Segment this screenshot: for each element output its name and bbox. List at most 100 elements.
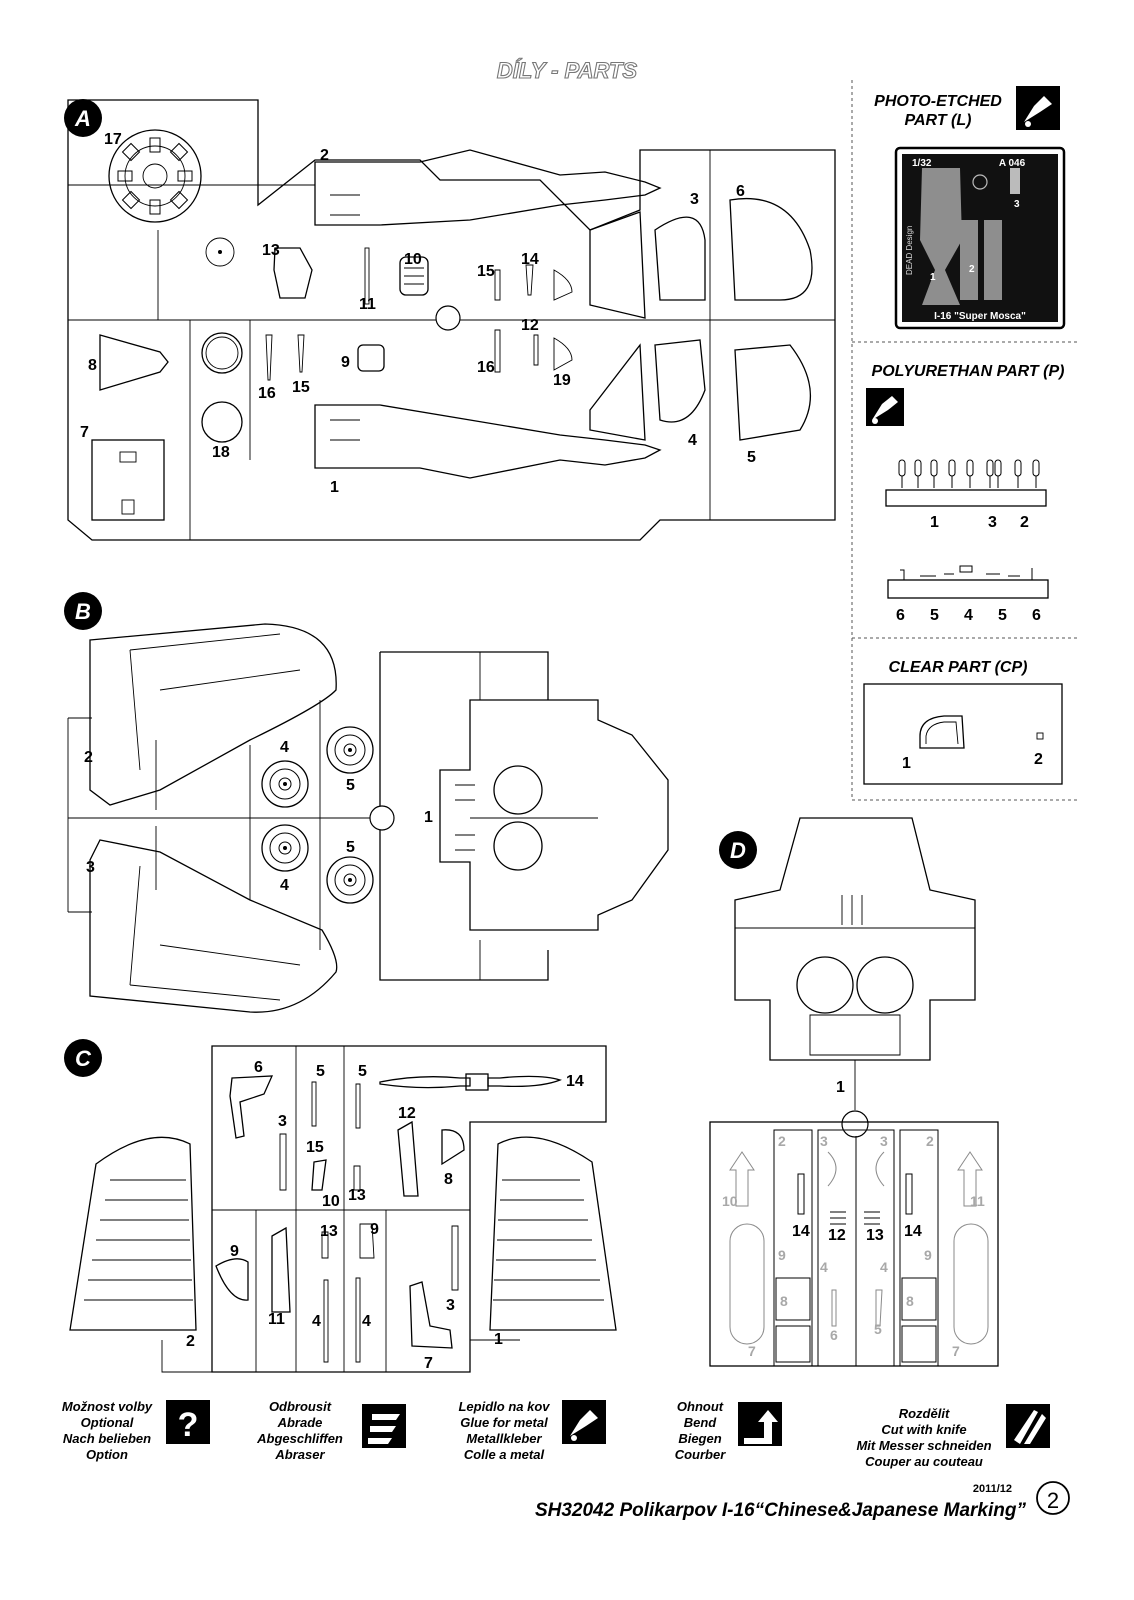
glue-icon	[1016, 86, 1060, 130]
label-sprues-A-labels-1: 2	[320, 147, 329, 164]
label-sprues-A-labels-6: 14	[521, 251, 539, 268]
label-sprues-D-labels-0: 1	[836, 1079, 845, 1096]
label-legend-1-lines-0: Odbrousit	[269, 1399, 332, 1414]
label-sprues-C-labels-4: 3	[278, 1113, 287, 1130]
label-sprues-B-labels-4: 5	[346, 839, 355, 856]
label-legend-4-lines-0: Rozdělit	[899, 1406, 950, 1421]
sprue-b-badge: B	[64, 592, 102, 630]
label-sprues-D-labels-13: 4	[880, 1259, 888, 1275]
label-sprues-C-labels-11: 13	[320, 1223, 338, 1240]
label-sprues-D-labels-14: 9	[924, 1247, 932, 1263]
label-sprues-D-labels-11: 9	[778, 1247, 786, 1263]
label-sprues-A-labels-2: 3	[690, 191, 699, 208]
label-sprues-C-labels-3: 14	[566, 1073, 584, 1090]
label-photo_etched-labels-1: 2	[969, 264, 975, 275]
clear-part-title: CLEAR PART (CP)	[889, 659, 1028, 676]
page-number: 2	[1036, 1481, 1070, 1515]
label-photo_etched-fret_name: I-16 "Super Mosca"	[934, 311, 1026, 322]
label-sprues-D-labels-7: 14	[792, 1223, 810, 1240]
polyurethan-section: POLYURETHAN PART (P) 1 3 2 6	[866, 363, 1064, 624]
photo-etched-subtitle: PART (L)	[905, 112, 972, 129]
label-legend-4-lines-1: Cut with knife	[881, 1422, 966, 1437]
sprue-d-badge: D	[719, 831, 757, 869]
sprue-d: D	[709, 817, 999, 1367]
label-sprues-B-labels-6: 3	[86, 859, 95, 876]
label-sprues-C-labels-15: 4	[362, 1313, 371, 1330]
label-legend-4-lines-3: Couper au couteau	[865, 1454, 983, 1469]
label-legend-2-lines-1: Glue for metal	[460, 1415, 548, 1430]
sprue-a: A	[64, 99, 836, 541]
knife-icon	[1006, 1404, 1050, 1448]
label-sprues-D-labels-1: 10	[722, 1193, 738, 1209]
label-sprues-C-letter: C	[75, 1046, 92, 1071]
label-sprues-C-labels-19: 1	[494, 1331, 503, 1348]
label-sprues-C-labels-8: 13	[348, 1187, 366, 1204]
label-sprues-C-labels-6: 15	[306, 1139, 324, 1156]
label-photo_etched-labels-0: 1	[930, 272, 936, 283]
legend-abrade: Odbrousit Abrade Abgeschliffen Abraser	[256, 1399, 406, 1462]
sprue-c-badge: C	[64, 1039, 102, 1077]
label-legend-0-lines-1: Optional	[81, 1415, 134, 1430]
label-sprues-A-labels-4: 13	[262, 242, 280, 259]
label-photo_etched-code: A 046	[999, 158, 1026, 169]
glue-icon	[562, 1400, 606, 1444]
bend-icon	[738, 1402, 782, 1446]
label-legend-3-lines-2: Biegen	[678, 1431, 721, 1446]
label-sprues-B-labels-3: 1	[424, 809, 433, 826]
label-sprues-A-labels-9: 12	[521, 317, 539, 334]
label-sprues-D-labels-10: 14	[904, 1223, 922, 1240]
label-sprues-D-labels-16: 8	[906, 1293, 914, 1309]
label-legend-3-lines-3: Courber	[675, 1447, 727, 1462]
label-sprues-A-labels-20: 5	[747, 449, 756, 466]
label-sprues-D-labels-18: 6	[830, 1327, 838, 1343]
label-sprues-D-labels-6: 11	[970, 1193, 985, 1209]
svg-text:?: ?	[178, 1406, 199, 1444]
label-polyurethan-row2_labels-2: 4	[964, 607, 973, 624]
label-photo_etched-scale: 1/32	[912, 158, 932, 169]
label-sprues-D-labels-17: 7	[748, 1343, 756, 1359]
label-sprues-C-labels-17: 7	[424, 1355, 433, 1372]
label-sprues-C-labels-0: 6	[254, 1059, 263, 1076]
footer-product-name: SH32042 Polikarpov I-16“Chinese&Japanese…	[535, 1500, 1027, 1521]
legend-optional: Možnost volby Optional Nach belieben Opt…	[62, 1399, 210, 1462]
label-footer-page_number: 2	[1047, 1488, 1059, 1513]
abrade-icon	[362, 1404, 406, 1448]
sprue-a-badge: A	[64, 99, 102, 137]
legend-cut: Rozdělit Cut with knife Mit Messer schne…	[856, 1404, 1050, 1469]
photo-etched-fret: 1/32 A 046 DEAD Design 1 2 3 I-16 "Super…	[894, 146, 1066, 330]
label-sprues-A-labels-19: 4	[688, 432, 697, 449]
label-sprues-B-labels-2: 5	[346, 777, 355, 794]
label-sprues-A-labels-16: 7	[80, 424, 89, 441]
label-sprues-C-labels-10: 9	[370, 1221, 379, 1238]
label-legend-3-lines-0: Ohnout	[677, 1399, 724, 1414]
label-photo_etched-labels-2: 3	[1014, 199, 1020, 210]
label-sprues-A-labels-18: 1	[330, 479, 339, 496]
label-polyurethan-row2_labels-4: 6	[1032, 607, 1041, 624]
label-photo_etched-brand: DEAD Design	[905, 226, 914, 275]
label-sprues-C-labels-7: 10	[322, 1193, 340, 1210]
label-sprues-B-letter: B	[75, 599, 91, 624]
label-sprues-D-letter: D	[730, 838, 746, 863]
label-sprues-D-labels-3: 3	[820, 1133, 828, 1149]
label-sprues-C-labels-14: 4	[312, 1313, 321, 1330]
label-clear-labels-0: 1	[902, 755, 911, 772]
label-polyurethan-row1_labels-2: 2	[1020, 514, 1029, 531]
legend-glue: Lepidlo na kov Glue for metal Metallkleb…	[458, 1399, 606, 1462]
label-sprues-A-labels-13: 16	[258, 385, 276, 402]
label-sprues-B-labels-5: 4	[280, 877, 289, 894]
page-title: DÍLY - PARTS	[497, 58, 637, 83]
label-sprues-C-labels-1: 5	[316, 1063, 325, 1080]
label-sprues-A-labels-11: 19	[553, 372, 571, 389]
sprue-b: B 2 4 5 1 5 4	[64, 592, 669, 1013]
label-sprues-A-labels-0: 17	[104, 131, 122, 148]
label-sprues-A-labels-3: 6	[736, 183, 745, 200]
label-polyurethan-row1_labels-0: 1	[930, 514, 939, 531]
label-sprues-D-labels-9: 13	[866, 1227, 884, 1244]
label-sprues-A-labels-7: 15	[477, 263, 495, 280]
label-sprues-A-labels-14: 15	[292, 379, 310, 396]
label-sprues-D-labels-20: 7	[952, 1343, 960, 1359]
label-sprues-D-labels-12: 4	[820, 1259, 828, 1275]
label-polyurethan-row2_labels-3: 5	[998, 607, 1007, 624]
